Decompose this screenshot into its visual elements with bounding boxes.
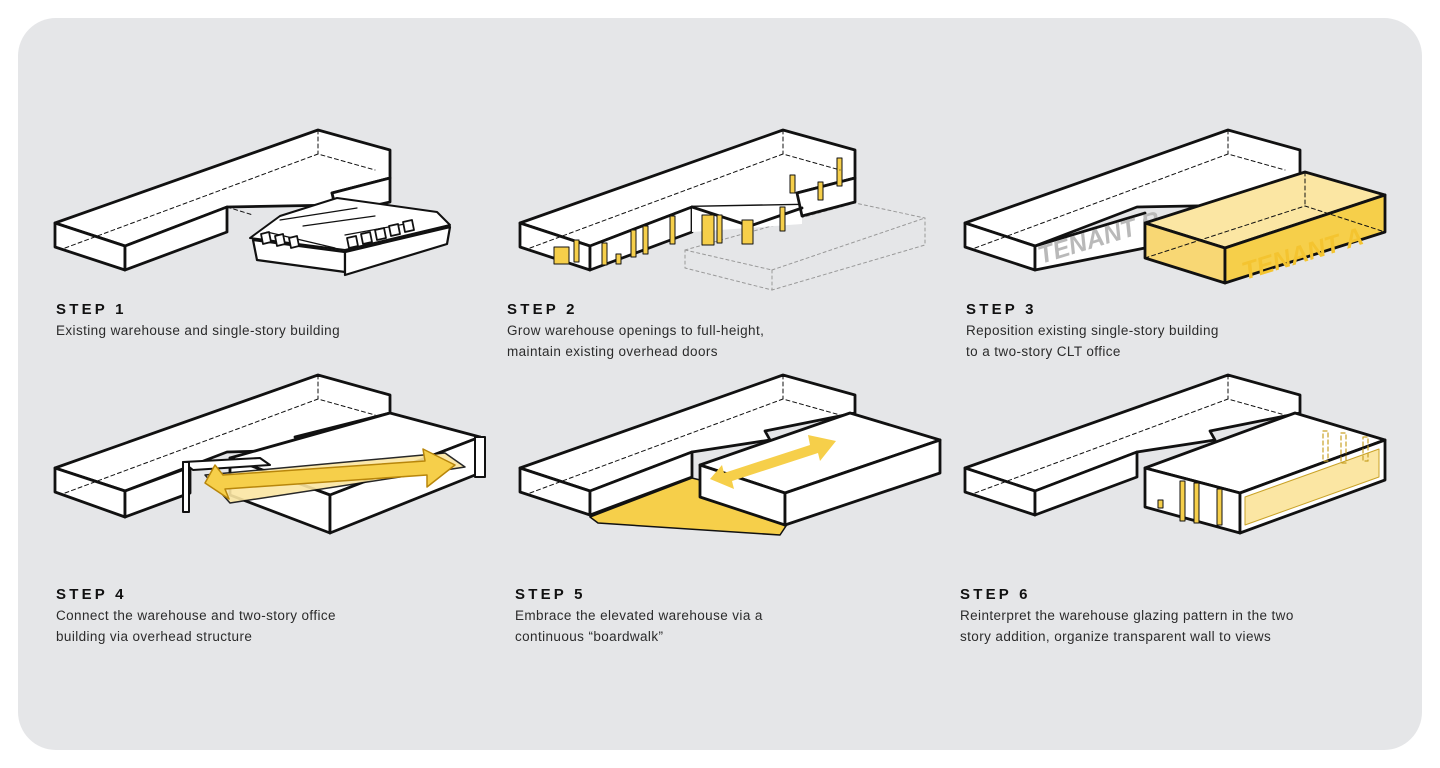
step5-line-2: continuous “boardwalk” xyxy=(515,628,664,644)
step4-description: Connect the warehouse and two-story offi… xyxy=(56,606,336,647)
annex-roof xyxy=(249,197,451,251)
step2-description: Grow warehouse openings to full-height, … xyxy=(507,321,764,362)
connection-arrow xyxy=(204,448,456,500)
transparent-wall xyxy=(1244,448,1380,526)
step6-description: Reinterpret the warehouse glazing patter… xyxy=(960,606,1294,647)
step6-title: STEP 6 xyxy=(960,586,1031,603)
step2-title: STEP 2 xyxy=(507,301,578,318)
step5-diagram xyxy=(518,373,942,536)
step1-line-1: Existing warehouse and single-story buil… xyxy=(56,323,341,338)
step4-line-2: building via overhead structure xyxy=(56,628,253,644)
glazing-slots xyxy=(1157,480,1223,526)
step2-line-2: maintain existing overhead doors xyxy=(507,343,718,359)
step4-line-1: Connect the warehouse and two-story offi… xyxy=(56,608,336,623)
step6-diagram xyxy=(963,373,1387,535)
step3-line-1: Reposition existing single-story buildin… xyxy=(966,323,1219,338)
boardwalk-arrow xyxy=(710,435,836,489)
step1-title: STEP 1 xyxy=(56,301,127,318)
step3-description: Reposition existing single-story buildin… xyxy=(966,321,1219,362)
step1-diagram xyxy=(53,128,452,277)
warehouse-side xyxy=(1033,450,1139,517)
step1-description: Existing warehouse and single-story buil… xyxy=(56,321,340,342)
step6-line-1: Reinterpret the warehouse glazing patter… xyxy=(960,608,1294,623)
annex-right xyxy=(343,225,452,277)
step5-title: STEP 5 xyxy=(515,586,586,603)
office-side xyxy=(783,438,942,527)
warehouse-side xyxy=(123,205,229,272)
step5-line-1: Embrace the elevated warehouse via a xyxy=(515,608,763,623)
step4-diagram xyxy=(53,373,486,535)
step2-diagram xyxy=(518,128,926,291)
step5-description: Embrace the elevated warehouse via a con… xyxy=(515,606,763,647)
step3-line-2: to a two-story CLT office xyxy=(966,343,1121,359)
step6-line-2: story addition, organize transparent wal… xyxy=(960,628,1272,644)
diagram-panel xyxy=(18,18,1422,750)
step3-title: STEP 3 xyxy=(966,301,1037,318)
step2-line-1: Grow warehouse openings to full-height, xyxy=(507,323,765,338)
step4-title: STEP 4 xyxy=(56,586,127,603)
warehouse-side xyxy=(588,450,694,517)
full-height-openings xyxy=(553,157,843,266)
step3-diagram: TENANT B TENANT A xyxy=(963,128,1387,286)
